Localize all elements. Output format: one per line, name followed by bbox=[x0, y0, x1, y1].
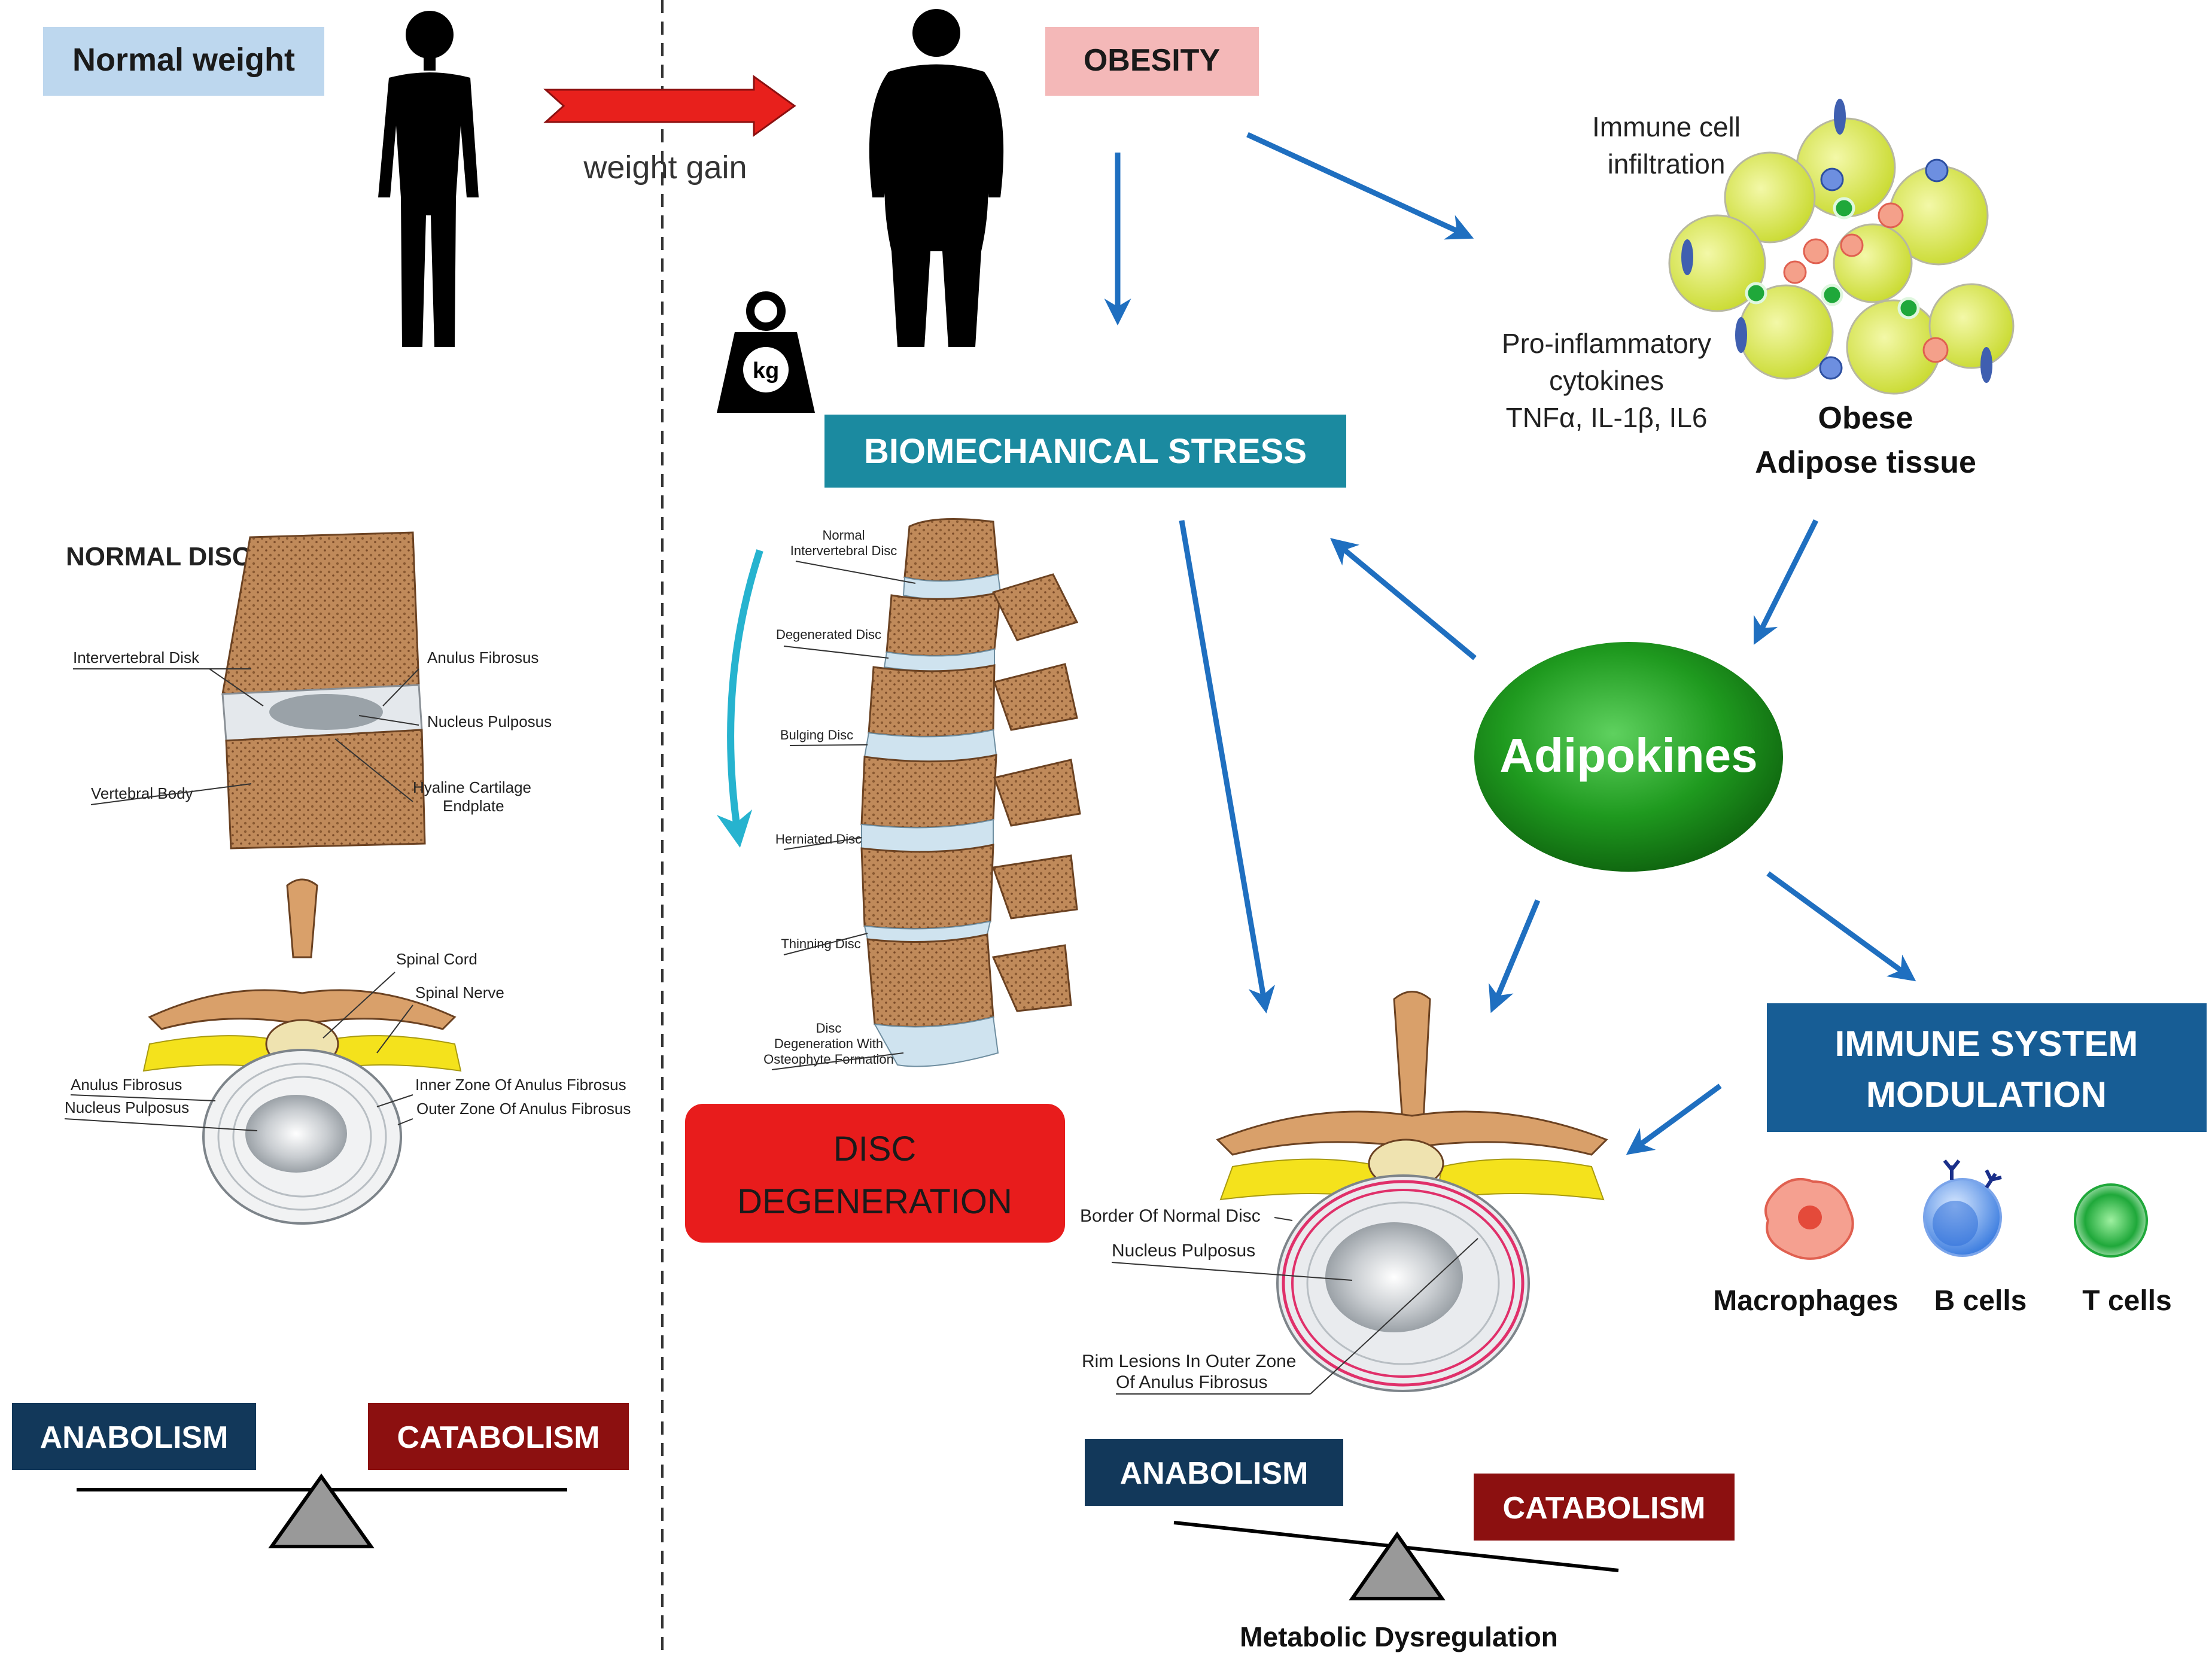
disc-degeneration-1: DISC bbox=[833, 1130, 917, 1168]
deg-rim-1: Rim Lesions In Outer Zone bbox=[1082, 1351, 1297, 1371]
disc-degeneration-box: DISC DEGENERATION bbox=[685, 1104, 1065, 1243]
b-cell-icon bbox=[1923, 1159, 2002, 1257]
immune-cell-labels: Macrophages B cells T cells bbox=[1713, 1285, 2171, 1317]
label-intervertebral-disk: Intervertebral Disk bbox=[73, 649, 200, 666]
macrophage-icon bbox=[1764, 1177, 1854, 1260]
label-anulus-fibrosus: Anulus Fibrosus bbox=[427, 649, 538, 666]
left-balance-fulcrum bbox=[268, 1473, 375, 1548]
adipokines-label: Adipokines bbox=[1499, 729, 1757, 782]
disc-degeneration-2: DEGENERATION bbox=[737, 1182, 1012, 1221]
flow-arrows bbox=[1104, 132, 1916, 1155]
deg-rim-2: Of Anulus Fibrosus bbox=[1116, 1372, 1267, 1392]
right-balance-fulcrum bbox=[1349, 1531, 1446, 1600]
weight-gain-arrow bbox=[543, 75, 796, 137]
label-spinal-nerve: Spinal Nerve bbox=[415, 984, 504, 1001]
spine-illustration bbox=[860, 518, 1081, 1067]
left-anabolism-box: ANABOLISM bbox=[12, 1403, 256, 1470]
right-anabolism-label: ANABOLISM bbox=[1120, 1456, 1309, 1491]
cross-section-labels: Spinal Cord Spinal Nerve Anulus Fibrosus… bbox=[64, 950, 631, 1131]
label-cs-nucleus: Nucleus Pulposus bbox=[65, 1098, 189, 1116]
biomechanical-stress-box: BIOMECHANICAL STRESS bbox=[824, 415, 1346, 488]
label-outer-zone: Outer Zone Of Anulus Fibrosus bbox=[416, 1100, 631, 1118]
adipose-2: Adipose tissue bbox=[1755, 445, 1976, 480]
right-catabolism-label: CATABOLISM bbox=[1503, 1491, 1706, 1526]
cytokines-1: Pro-inflammatory bbox=[1502, 328, 1711, 359]
right-anabolism-box: ANABOLISM bbox=[1085, 1439, 1343, 1506]
adipokines-node: Adipokines bbox=[1474, 642, 1783, 872]
biomechanical-stress-label: BIOMECHANICAL STRESS bbox=[864, 432, 1307, 471]
spine-osteo-2: Degeneration With bbox=[774, 1036, 883, 1051]
spine-degenerated: Degenerated Disc bbox=[776, 627, 881, 642]
normal-disc-labels: Intervertebral Disk Vertebral Body Anulu… bbox=[73, 649, 552, 815]
t-cells-label: T cells bbox=[2082, 1285, 2171, 1317]
normal-disc-title: NORMAL DISC bbox=[66, 542, 251, 571]
left-catabolism-label: CATABOLISM bbox=[397, 1420, 600, 1455]
cytokines-2: cytokines bbox=[1549, 365, 1664, 396]
right-catabolism-box: CATABOLISM bbox=[1474, 1474, 1735, 1541]
immune-infiltration-2: infiltration bbox=[1608, 148, 1726, 179]
obese-person-icon bbox=[869, 9, 1004, 347]
arrow-immune-to-disc bbox=[1626, 1083, 1722, 1155]
normal-weight-box: Normal weight bbox=[43, 27, 324, 96]
obesity-label: OBESITY bbox=[1084, 43, 1220, 78]
kg-label: kg bbox=[753, 358, 779, 383]
label-inner-zone: Inner Zone Of Anulus Fibrosus bbox=[415, 1076, 626, 1094]
label-hyaline-1: Hyaline Cartilage bbox=[413, 778, 531, 796]
arrow-stress-to-disc bbox=[1179, 520, 1276, 1013]
kg-weight-icon: kg bbox=[717, 291, 815, 413]
label-cs-anulus: Anulus Fibrosus bbox=[71, 1076, 182, 1094]
arrow-adipose-to-adipokines bbox=[1753, 519, 1819, 646]
macrophages-label: Macrophages bbox=[1713, 1285, 1898, 1317]
label-spinal-cord: Spinal Cord bbox=[396, 950, 477, 968]
deg-nucleus: Nucleus Pulposus bbox=[1112, 1241, 1255, 1261]
arrow-obesity-to-adipose bbox=[1246, 132, 1474, 240]
arrow-adipokines-to-immune bbox=[1766, 871, 1916, 982]
adipose-tissue-illustration bbox=[1668, 99, 2015, 395]
adipose-1: Obese bbox=[1818, 401, 1913, 436]
spine-normal-2: Intervertebral Disc bbox=[790, 543, 897, 558]
spine-osteo-1: Disc bbox=[816, 1021, 842, 1036]
immune-modulation-box: IMMUNE SYSTEM MODULATION bbox=[1767, 1003, 2207, 1132]
obesity-box: OBESITY bbox=[1045, 27, 1259, 96]
spine-osteo-3: Osteophyte Formation bbox=[763, 1052, 894, 1067]
b-cells-label: B cells bbox=[1934, 1285, 2027, 1317]
arrow-adipokines-to-stress bbox=[1330, 538, 1477, 660]
normal-weight-label: Normal weight bbox=[72, 42, 295, 78]
arrow-adipokines-to-disc bbox=[1489, 899, 1541, 1013]
arrow-spine-degeneration bbox=[716, 549, 763, 848]
weight-gain-label: weight gain bbox=[583, 150, 747, 185]
normal-person-icon bbox=[378, 11, 479, 347]
metabolic-dysregulation-label: Metabolic Dysregulation bbox=[1240, 1621, 1558, 1652]
immune-modulation-1: IMMUNE SYSTEM bbox=[1835, 1024, 2138, 1064]
immune-infiltration-1: Immune cell bbox=[1592, 111, 1741, 142]
normal-disc-illustration bbox=[221, 531, 426, 850]
degenerated-disc-illustration bbox=[1216, 991, 1608, 1395]
normal-cross-section-illustration bbox=[142, 878, 462, 1225]
left-anabolism-label: ANABOLISM bbox=[40, 1420, 229, 1455]
label-nucleus-pulposus: Nucleus Pulposus bbox=[427, 713, 552, 730]
spine-labels: Normal Intervertebral Disc Degenerated D… bbox=[763, 528, 916, 1070]
degenerated-disc-labels: Border Of Normal Disc Nucleus Pulposus R… bbox=[1080, 1206, 1353, 1395]
immune-modulation-2: MODULATION bbox=[1866, 1074, 2107, 1115]
t-cell-icon bbox=[2074, 1183, 2148, 1258]
left-catabolism-box: CATABOLISM bbox=[368, 1403, 629, 1470]
spine-normal-1: Normal bbox=[823, 528, 865, 543]
cytokines-3: TNFα, IL-1β, IL6 bbox=[1506, 402, 1708, 433]
adipose-labels: Immune cell infiltration Pro-inflammator… bbox=[1502, 111, 1976, 480]
deg-border: Border Of Normal Disc bbox=[1080, 1206, 1261, 1226]
label-hyaline-2: Endplate bbox=[443, 797, 504, 815]
spine-bulging: Bulging Disc bbox=[780, 727, 853, 742]
